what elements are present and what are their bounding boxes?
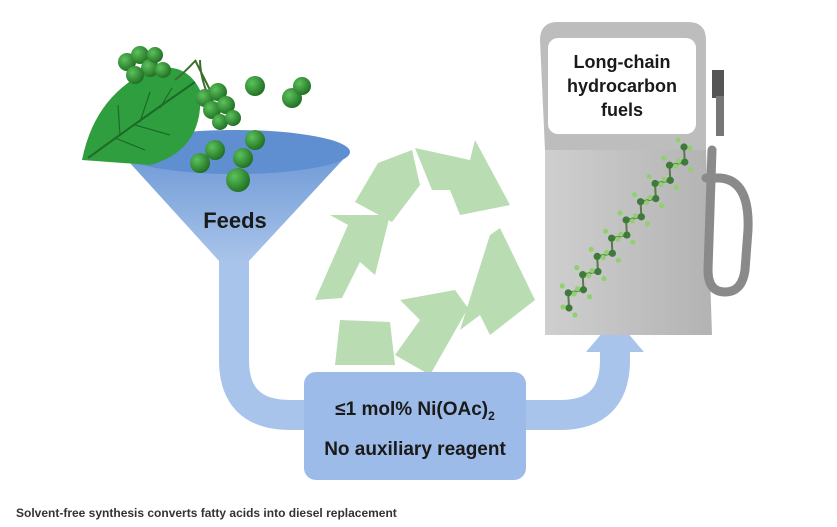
feed-pipe — [219, 260, 305, 430]
catalyst-label: ≤1 mol% Ni(OAc)2 — [335, 399, 495, 423]
reagent-label: No auxiliary reagent — [324, 439, 506, 460]
hydrocarbon-chain-icon — [559, 137, 694, 318]
reactor-box — [304, 372, 526, 480]
fuel-pump-icon — [540, 22, 753, 335]
recycle-arrows-icon — [315, 140, 535, 375]
plant-berries-icon — [82, 46, 311, 192]
fuel-label-line-1: Long-chain — [574, 52, 671, 72]
fuel-label-line-3: fuels — [601, 100, 643, 120]
product-pipe — [520, 350, 630, 430]
fuel-label-line-2: hydrocarbon — [567, 76, 677, 96]
feeds-label: Feeds — [203, 208, 267, 233]
figure-caption: Solvent-free synthesis converts fatty ac… — [16, 506, 397, 520]
